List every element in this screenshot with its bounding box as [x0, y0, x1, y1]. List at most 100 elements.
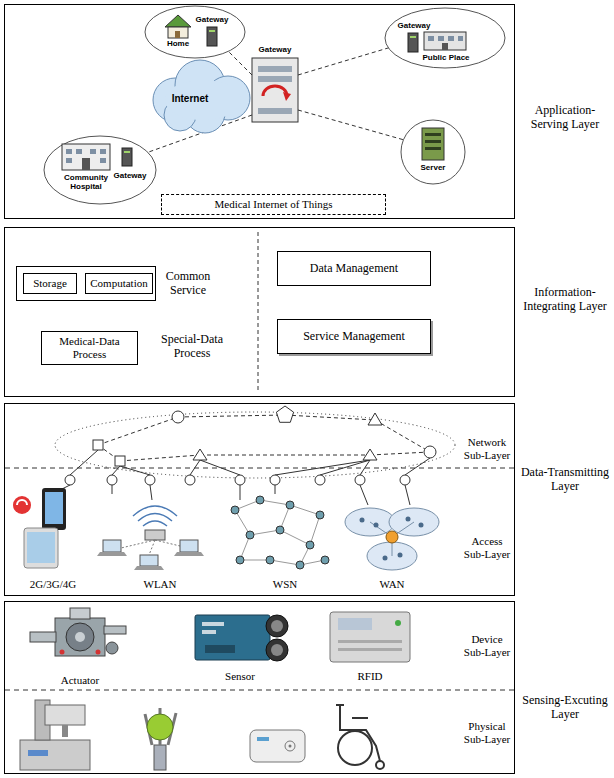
access-point: [270, 475, 280, 485]
hospital-icon: [76, 149, 82, 154]
wlan-icon: [97, 552, 127, 556]
site-label: Server: [415, 164, 451, 173]
site-outline: [385, 8, 505, 68]
wlan-icon: [134, 566, 164, 570]
wsn-icon: [276, 526, 284, 534]
wlan-icon: [121, 540, 155, 548]
access-point: [315, 475, 325, 485]
gateway-icon: [122, 148, 132, 166]
access-links: [360, 460, 370, 475]
machine-icon: [45, 705, 85, 725]
hospital-icon: [100, 149, 106, 154]
gateway-light: [124, 151, 130, 153]
site-label-holder: Community Hospital: [61, 174, 111, 192]
cloud-label-holder: Internet: [165, 93, 215, 104]
gateway-light: [209, 30, 215, 32]
gateway-label-holder: Gateway: [395, 22, 433, 31]
machine-icon: [20, 700, 90, 770]
wlan-icon: [145, 530, 165, 540]
wan-icon: [398, 553, 403, 558]
public-place-icon: [448, 36, 454, 41]
wsn-icon: [236, 556, 244, 564]
wsn-icon: [306, 541, 314, 549]
robot-hand-icon: [154, 745, 166, 770]
network-node: [172, 411, 184, 423]
device-label: RFID: [340, 670, 400, 683]
wheelchair-icon: [336, 704, 344, 706]
network-node: [93, 440, 103, 450]
network-boundary: [55, 412, 455, 478]
group-box: Common ServiceStorageComputation: [16, 266, 156, 301]
wearable-device-icon: [257, 737, 269, 741]
actuator-icon: [106, 642, 118, 654]
access-label-holder: WSN: [255, 578, 315, 591]
wearable-device-icon: [285, 741, 295, 751]
gateway-label: Gateway: [395, 22, 433, 31]
wsn-icon: [260, 500, 290, 505]
rfid-icon: [338, 640, 402, 643]
access-links: [320, 460, 370, 475]
mobile-icon: [13, 496, 31, 514]
process-box: Storage: [23, 273, 77, 294]
sublayer-label-holder: Physical Sub-Layer: [462, 720, 512, 745]
sensor-icon: [271, 620, 283, 632]
heading-label: Sensing-Excuting Layer: [519, 694, 611, 722]
sensor-icon: [266, 615, 288, 637]
wan-icon: [374, 523, 379, 528]
wlan-icon: [138, 514, 172, 522]
wsn-icon: [286, 501, 294, 509]
wsn-icon: [231, 496, 329, 569]
layer-divider: [258, 232, 259, 392]
access-links: [360, 485, 368, 505]
heading-label: Data-Transmitting Layer: [519, 466, 611, 494]
network-links: [178, 415, 285, 417]
network-boundary: [55, 412, 455, 478]
actuator-icon: [70, 608, 90, 619]
wsn-icon: [310, 515, 320, 545]
rfid-icon: [338, 618, 372, 630]
public-place-icon: [442, 43, 448, 50]
gateway-label: Gateway: [111, 172, 149, 181]
device-label: Actuator: [50, 674, 110, 687]
actuator-icon: [104, 626, 126, 634]
central-gateway-icon: [283, 92, 291, 101]
wlan-icon: [143, 521, 167, 526]
wsn-icon: [256, 496, 264, 504]
wlan-icon: [140, 555, 158, 566]
access-links: [70, 450, 98, 475]
sensor-icon: [205, 645, 235, 653]
machine-icon: [28, 750, 48, 756]
process-box: Service Management: [277, 319, 431, 354]
box-label: Computation: [90, 277, 147, 290]
home-icon: [165, 15, 191, 27]
device-label: Sensor: [210, 670, 270, 683]
network-links: [285, 415, 375, 420]
public-place-icon: [424, 32, 466, 50]
wan-icon: [383, 556, 388, 561]
wsn-icon: [250, 530, 280, 535]
site-outline: [44, 6, 505, 204]
sublayer-label-holder: Network Sub-Layer: [462, 436, 512, 461]
wsn-icon: [246, 531, 254, 539]
access-links: [405, 458, 430, 475]
wheelchair-icon: [338, 731, 372, 765]
gateway-label-holder: Gateway: [111, 172, 149, 181]
network-links: [200, 455, 370, 456]
wan-icon: [345, 508, 439, 570]
server-icon: [425, 140, 441, 143]
access-point: [235, 475, 245, 485]
rfid-icon: [395, 620, 401, 626]
public-place-icon: [438, 36, 444, 41]
access-links: [190, 460, 200, 475]
actuator-icon: [75, 632, 85, 642]
access-point: [107, 475, 117, 485]
wlan-icon: [133, 506, 177, 516]
site-outline: [44, 136, 156, 204]
public-place-icon: [458, 36, 463, 41]
group-label: Special-Data Process: [159, 333, 225, 361]
network-links: [370, 452, 430, 455]
hospital-icon: [82, 158, 90, 170]
rfid-icon: [330, 612, 410, 662]
network-node: [368, 413, 382, 425]
